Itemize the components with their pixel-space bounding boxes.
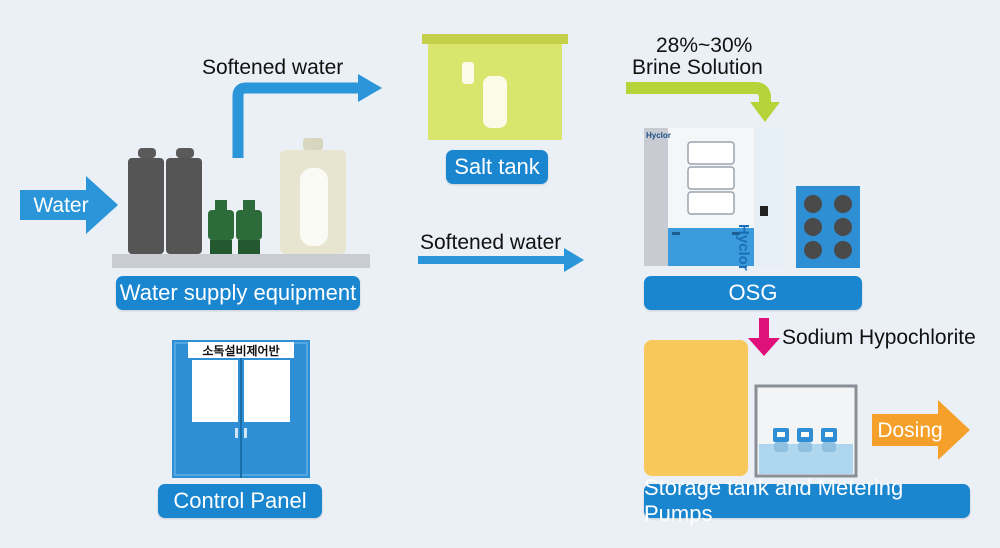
hypochlorite-arrow bbox=[748, 318, 780, 356]
storage-pumps-label: Storage tank and Metering Pumps bbox=[644, 475, 970, 526]
brine-arrow bbox=[626, 82, 780, 122]
osg-brand-vertical: Hyclor bbox=[735, 224, 752, 271]
metering-pump-2 bbox=[797, 428, 813, 452]
control-panel-cabinet bbox=[172, 340, 310, 478]
osg-cabinet bbox=[644, 128, 784, 266]
filter-tank-left bbox=[128, 148, 164, 254]
equipment-platform bbox=[112, 254, 370, 268]
softened-water-label-top: Softened water bbox=[202, 56, 344, 79]
water-input-arrow bbox=[20, 176, 118, 234]
control-panel-label: Control Panel bbox=[158, 484, 322, 518]
brine-percent-label: 28%~30% bbox=[656, 34, 753, 57]
metering-pump-3 bbox=[821, 428, 837, 452]
osg-brand-small: Hyclor bbox=[646, 131, 671, 140]
metering-pump-1 bbox=[773, 428, 789, 452]
salt-tank-label: Salt tank bbox=[446, 150, 548, 184]
osg-power-unit bbox=[796, 186, 860, 268]
softener-tank bbox=[280, 138, 346, 254]
softened-water-label-mid: Softened water bbox=[420, 231, 562, 254]
storage-tank bbox=[644, 340, 748, 476]
filter-tank-right bbox=[166, 148, 202, 254]
dosing-label: Dosing bbox=[877, 419, 943, 442]
softened-water-arrow-top bbox=[232, 74, 382, 158]
softened-water-arrow-mid bbox=[418, 248, 584, 272]
metering-pump-cabinet bbox=[754, 384, 858, 478]
pump-right bbox=[236, 200, 262, 254]
water-supply-label: Water supply equipment bbox=[116, 276, 360, 310]
brine-solution-label: Brine Solution bbox=[632, 56, 763, 79]
sodium-hypochlorite-label: Sodium Hypochlorite bbox=[782, 326, 976, 349]
pump-left bbox=[208, 200, 234, 254]
salt-tank bbox=[422, 34, 568, 140]
water-label: Water bbox=[33, 194, 89, 217]
osg-label: OSG bbox=[644, 276, 862, 310]
control-panel-sign: 소독설비제어반 bbox=[202, 343, 280, 358]
dosing-arrow bbox=[872, 400, 970, 460]
